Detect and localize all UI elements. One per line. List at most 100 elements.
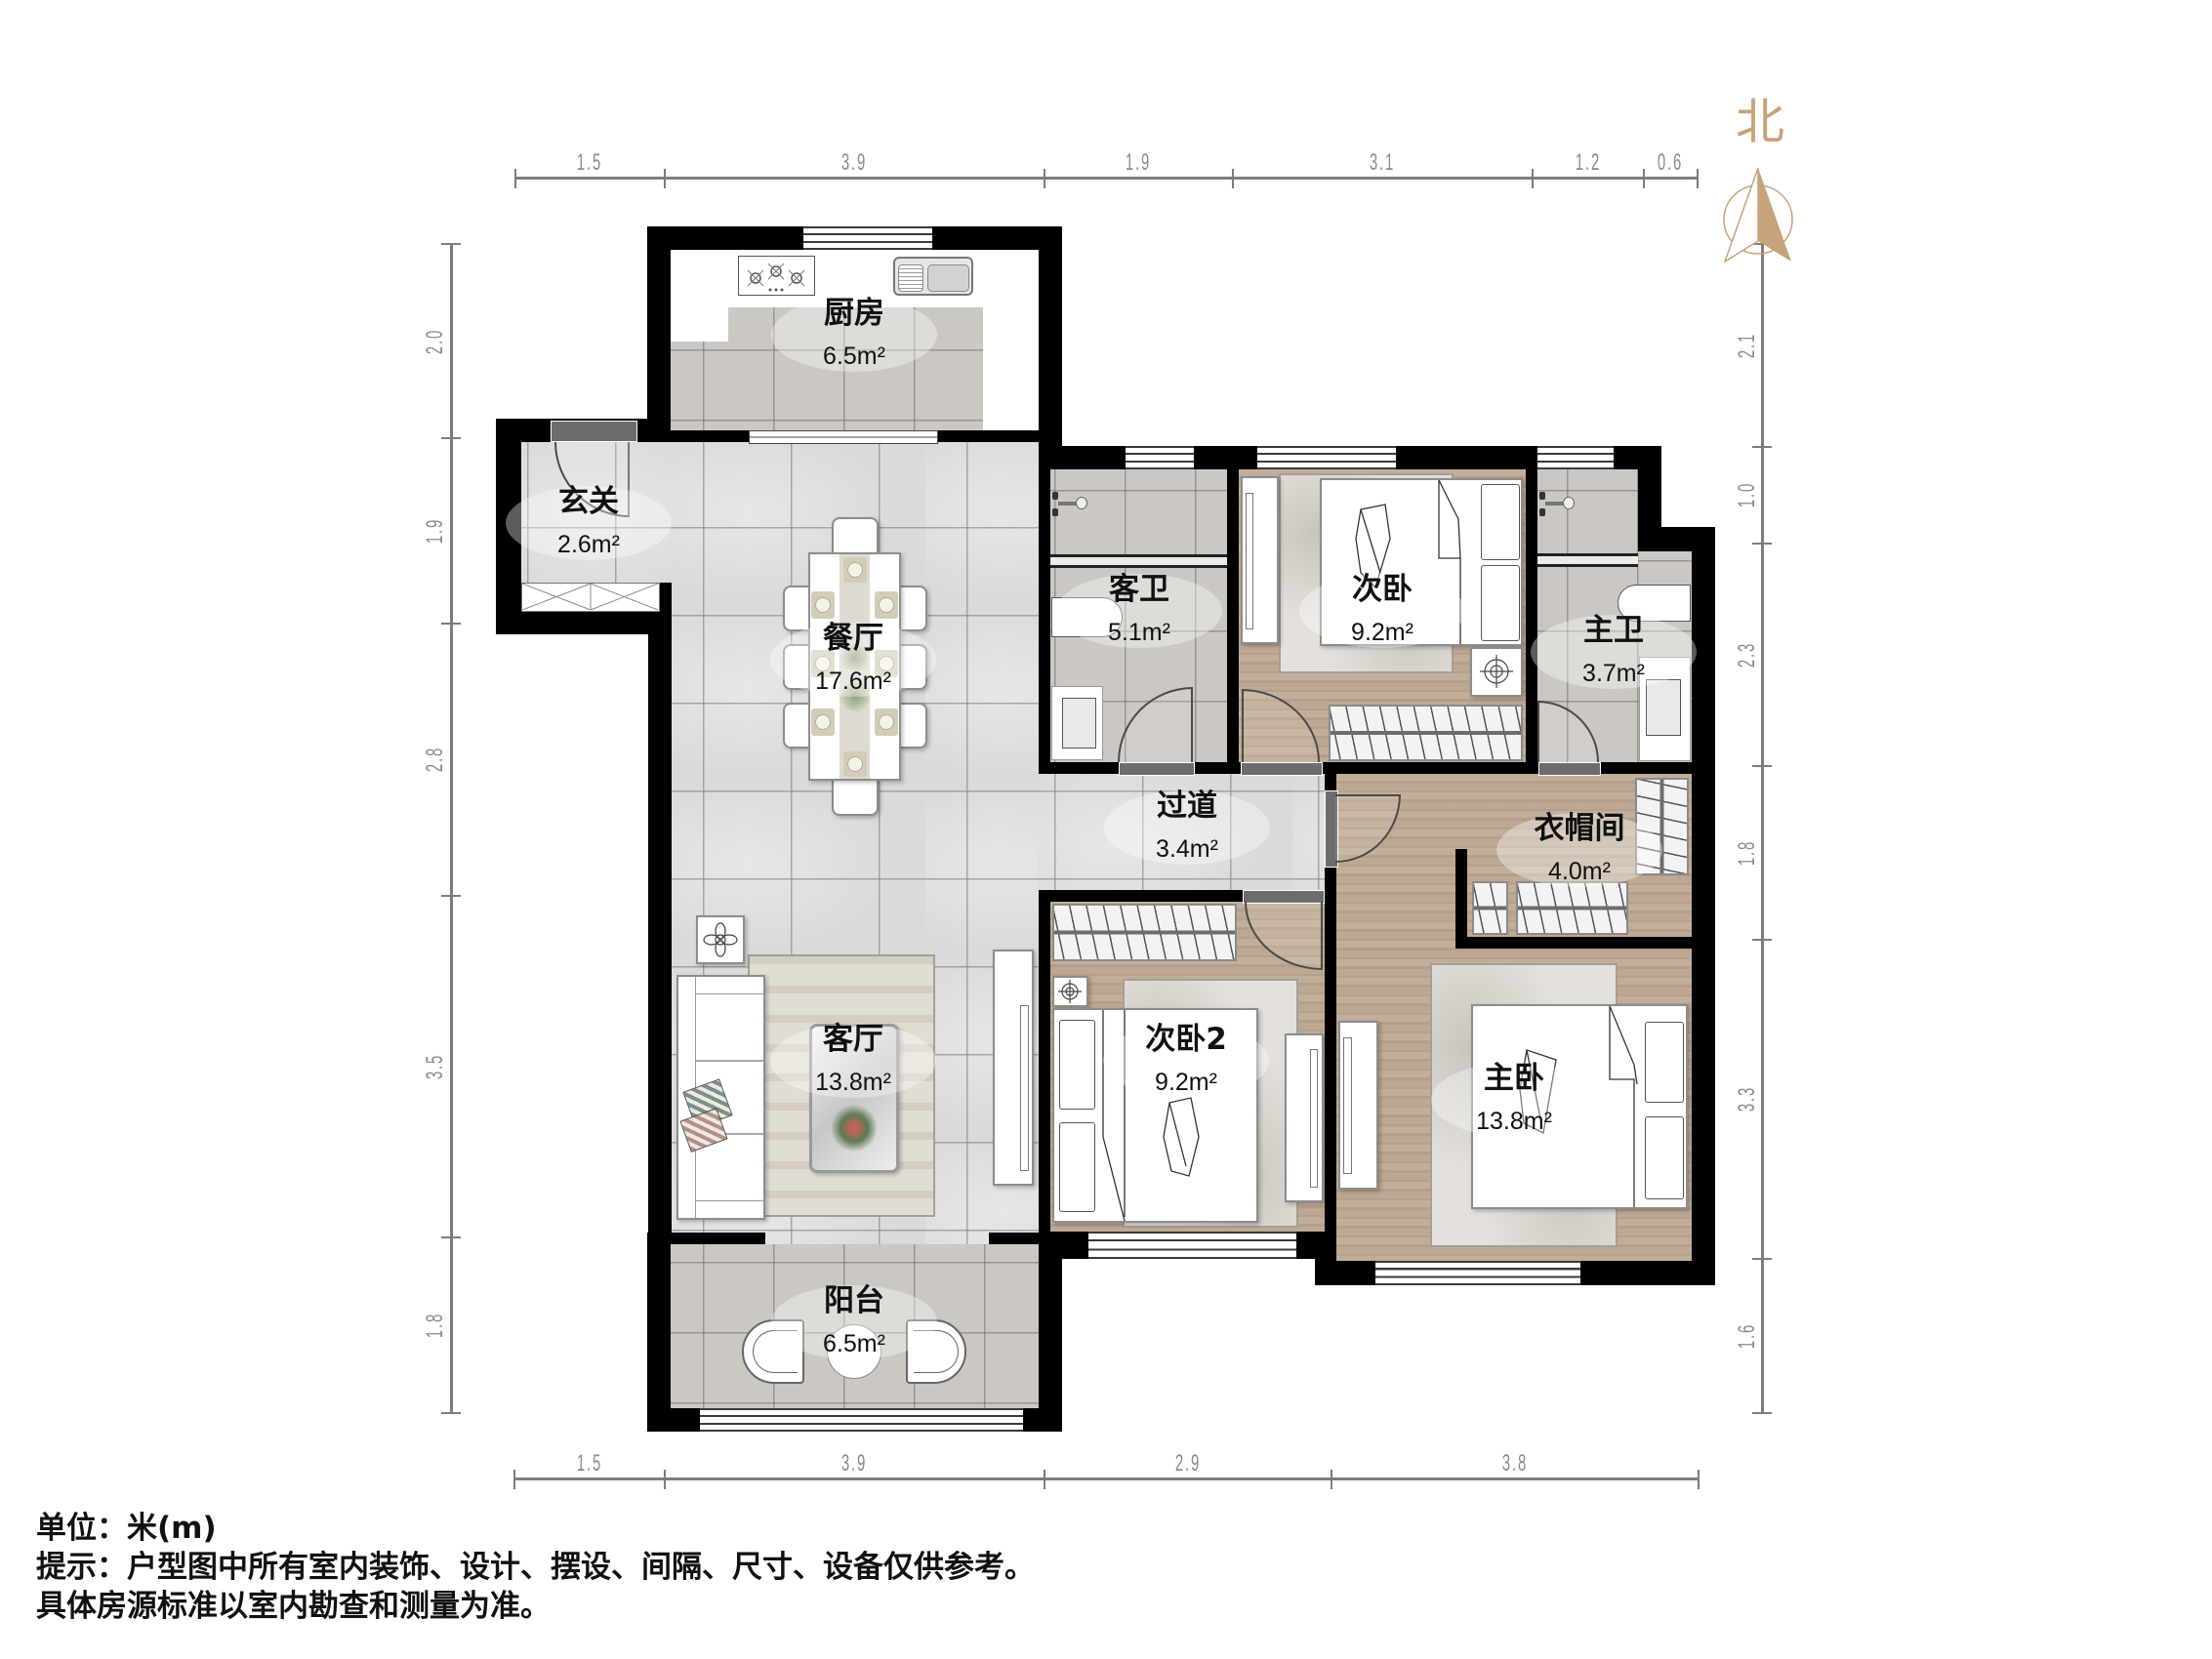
plate-icon — [875, 650, 898, 677]
dimension-label: 0.6 — [1657, 149, 1684, 176]
plate-icon — [811, 591, 835, 619]
dimension-label: 3.9 — [840, 1450, 868, 1477]
room-area: 2.6m² — [557, 531, 620, 558]
plate-icon — [875, 708, 898, 736]
toilet-icon — [1051, 597, 1123, 637]
dimension-label: 1.0 — [1734, 481, 1760, 508]
window — [1375, 1261, 1580, 1285]
master-bed — [1471, 1004, 1688, 1209]
room-area: 4.0m² — [1548, 858, 1611, 885]
pillow — [1645, 1116, 1684, 1199]
room-label-dining: 餐厅 17.6m² — [746, 617, 961, 703]
pillow — [1481, 565, 1520, 641]
kitchen-sliding-door — [749, 430, 938, 444]
wall — [1455, 849, 1467, 949]
pillow — [1481, 484, 1520, 560]
dining-chair — [832, 517, 879, 554]
room-area: 3.4m² — [1156, 835, 1218, 863]
room-area: 6.5m² — [823, 1330, 885, 1357]
room-name: 餐厅 — [823, 621, 883, 656]
plate-icon — [843, 751, 867, 777]
bedroom2-door-leaf — [1241, 762, 1323, 776]
lounge-chair — [742, 1319, 804, 1384]
window — [803, 226, 932, 250]
bedroom2-wardrobe-side — [1241, 476, 1279, 644]
sofa — [676, 975, 765, 1220]
wall — [1325, 762, 1336, 1285]
room-area: 13.8m² — [1476, 1108, 1552, 1135]
shower-partition — [1050, 554, 1227, 568]
room-label-kitchen: 厨房 6.5m² — [747, 292, 962, 378]
closet-wardrobe — [1516, 881, 1628, 935]
entry-door-leaf — [551, 421, 637, 442]
bedroom2-bed — [1320, 478, 1523, 646]
room-label-balcony: 阳台 6.5m² — [747, 1279, 962, 1365]
wall — [648, 612, 672, 1244]
wall — [496, 612, 672, 634]
dining-chair — [899, 703, 927, 749]
compass-north-label: 北 — [1736, 94, 1784, 150]
window — [1126, 446, 1194, 469]
disclaimer-note: 提示：户型图中所有室内装饰、设计、摆设、间隔、尺寸、设备仅供参考。 — [36, 1550, 1035, 1585]
room-name: 衣帽间 — [1534, 811, 1625, 846]
plate-icon — [843, 557, 867, 583]
label-bubble — [771, 1285, 937, 1359]
wall — [660, 583, 672, 612]
room-area: 17.6m² — [815, 668, 891, 695]
dimension-label: 1.9 — [1125, 149, 1152, 176]
round-table — [827, 1324, 881, 1379]
floor-master-bath-upper — [1537, 469, 1638, 551]
room-area: 9.2m² — [1155, 1069, 1217, 1096]
window — [1257, 446, 1396, 469]
lounge-chair — [906, 1319, 966, 1384]
nightstand — [1470, 647, 1523, 697]
label-bubble — [1056, 574, 1222, 648]
dimension-label: 3.8 — [1501, 1450, 1529, 1477]
toilet-icon — [1618, 585, 1691, 622]
plate-icon — [811, 650, 835, 677]
measurement-note: 具体房源标准以室内勘查和测量为准。 — [36, 1589, 551, 1624]
bedroom3-bed — [1052, 1008, 1258, 1223]
closet-wardrobe-vertical — [1635, 778, 1689, 875]
shower-head-icon — [1539, 492, 1575, 517]
window — [1088, 1232, 1296, 1259]
room-name: 客卫 — [1109, 572, 1169, 607]
wall — [1039, 890, 1050, 1259]
nightstand — [1052, 976, 1088, 1007]
wall — [1039, 1255, 1062, 1432]
shoe-cabinet — [521, 583, 660, 612]
room-name: 次卧 — [1352, 572, 1413, 607]
floor-corridor — [1039, 774, 1325, 890]
vanity-sink-icon — [1051, 686, 1103, 760]
dimension-label: 1.5 — [576, 149, 603, 176]
wall — [1692, 527, 1715, 1285]
wall — [647, 226, 671, 442]
room-name: 厨房 — [824, 296, 884, 331]
wall — [496, 419, 521, 634]
dimension-label: 1.8 — [1734, 839, 1760, 867]
dimension-label: 3.5 — [422, 1053, 448, 1080]
bedroom3-wardrobe — [1052, 904, 1237, 961]
wall — [1455, 937, 1692, 949]
dining-chair — [783, 703, 810, 749]
label-bubble — [506, 486, 672, 560]
label-bubble — [1104, 790, 1270, 865]
label-bubble — [1531, 615, 1697, 689]
bedroom3-desk — [1285, 1033, 1324, 1202]
dimension-label: 1.9 — [422, 517, 448, 545]
room-name: 玄关 — [558, 484, 619, 519]
dimension-label: 3.9 — [840, 149, 868, 176]
wall — [1039, 226, 1062, 446]
room-area: 6.5m² — [823, 343, 885, 370]
room-label-entry: 玄关 2.6m² — [481, 480, 696, 566]
dining-chair — [783, 644, 810, 690]
label-bubble — [770, 1024, 936, 1098]
dimension-label: 2.3 — [1734, 641, 1760, 668]
dimension-label: 2.0 — [422, 328, 448, 355]
bedroom2-wardrobe — [1329, 705, 1523, 761]
label-bubble — [1103, 1024, 1269, 1098]
room-name: 阳台 — [824, 1283, 884, 1318]
label-bubble — [1496, 813, 1662, 887]
